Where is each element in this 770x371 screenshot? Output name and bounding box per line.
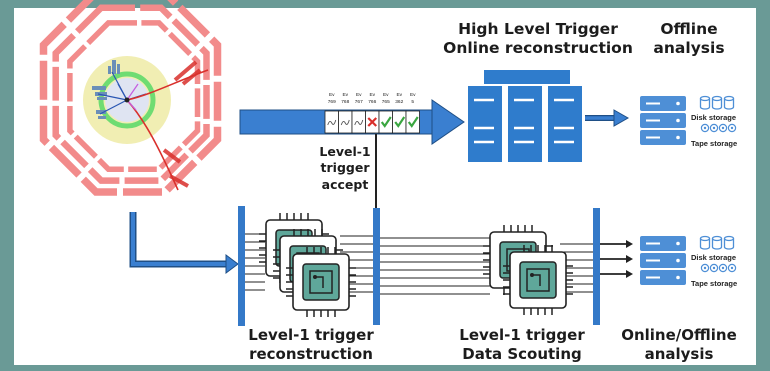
scouting-chips [482, 224, 574, 316]
event-number: 362 [395, 99, 403, 105]
offline-title-line2: analysis [653, 39, 725, 58]
l1-accept-label: Level-1 trigger accept [318, 144, 372, 193]
event-number: 765 [382, 99, 390, 105]
event-number: 768 [341, 99, 349, 105]
hlt-to-storage-arrow [585, 109, 630, 127]
hlt-title: High Level Trigger Online reconstruction [438, 20, 638, 59]
offline-title-line1: Offline [660, 20, 718, 38]
disk-storage-label: Disk storage [691, 113, 736, 122]
hlt-title-line1: High Level Trigger [458, 20, 618, 38]
offline-title: Offline analysis [644, 20, 734, 59]
tape-storage-label: Tape storage [691, 139, 737, 148]
l1-accept-line1: Level-1 [319, 144, 371, 159]
event-number: 5 [411, 99, 414, 105]
online-offline-line2: analysis [644, 344, 714, 363]
l1-reco-line1: Level-1 trigger [248, 326, 374, 344]
hlt-server-rack [468, 70, 582, 162]
l1-reco-line2: reconstruction [249, 344, 373, 363]
accept-check-icon [394, 116, 406, 128]
event-label-top: Ev [356, 92, 362, 98]
scouting-line1: Level-1 trigger [459, 326, 585, 344]
l1-reconstruction-chips [258, 212, 357, 318]
detector-graphic [39, 0, 222, 196]
event-number: 767 [355, 99, 363, 105]
l1-reconstruction-title: Level-1 trigger reconstruction [236, 326, 386, 364]
accept-check-icon [407, 116, 419, 128]
l1-bus-middle [373, 208, 380, 325]
disk-storage-label-2: Disk storage [691, 253, 736, 262]
event-number: 766 [368, 99, 376, 105]
l1-bus-left [238, 206, 245, 326]
l1-accept-line2: trigger [320, 160, 370, 176]
trigger-wiring [245, 233, 593, 295]
event-label-top: Ev [410, 92, 416, 98]
event-label-top: Ev [329, 92, 335, 98]
event-cell: Ev5 [405, 92, 420, 134]
reject-mark-icon [367, 117, 378, 127]
online-offline-title: Online/Offline analysis [614, 326, 744, 364]
event-squiggle-icon [354, 119, 364, 126]
tape-storage-label-2: Tape storage [691, 279, 737, 288]
l1-accept-line3: accept [321, 176, 369, 192]
event-squiggle-icon [327, 119, 337, 126]
online-offline-line1: Online/Offline [621, 326, 737, 344]
scouting-to-storage-arrows [600, 240, 633, 278]
event-label-top: Ev [383, 92, 389, 98]
event-label-top: Ev [342, 92, 348, 98]
l1-bus-right [593, 208, 600, 325]
event-label-top: Ev [396, 92, 402, 98]
scouting-line2: Data Scouting [462, 344, 582, 363]
event-label-top: Ev [369, 92, 375, 98]
accept-check-icon [380, 116, 392, 128]
scouting-title: Level-1 trigger Data Scouting [452, 326, 592, 364]
event-number: 769 [328, 99, 336, 105]
event-squiggle-icon [340, 119, 350, 126]
detector-to-l1-arrow [129, 212, 239, 274]
hlt-title-line2: Online reconstruction [443, 39, 633, 58]
